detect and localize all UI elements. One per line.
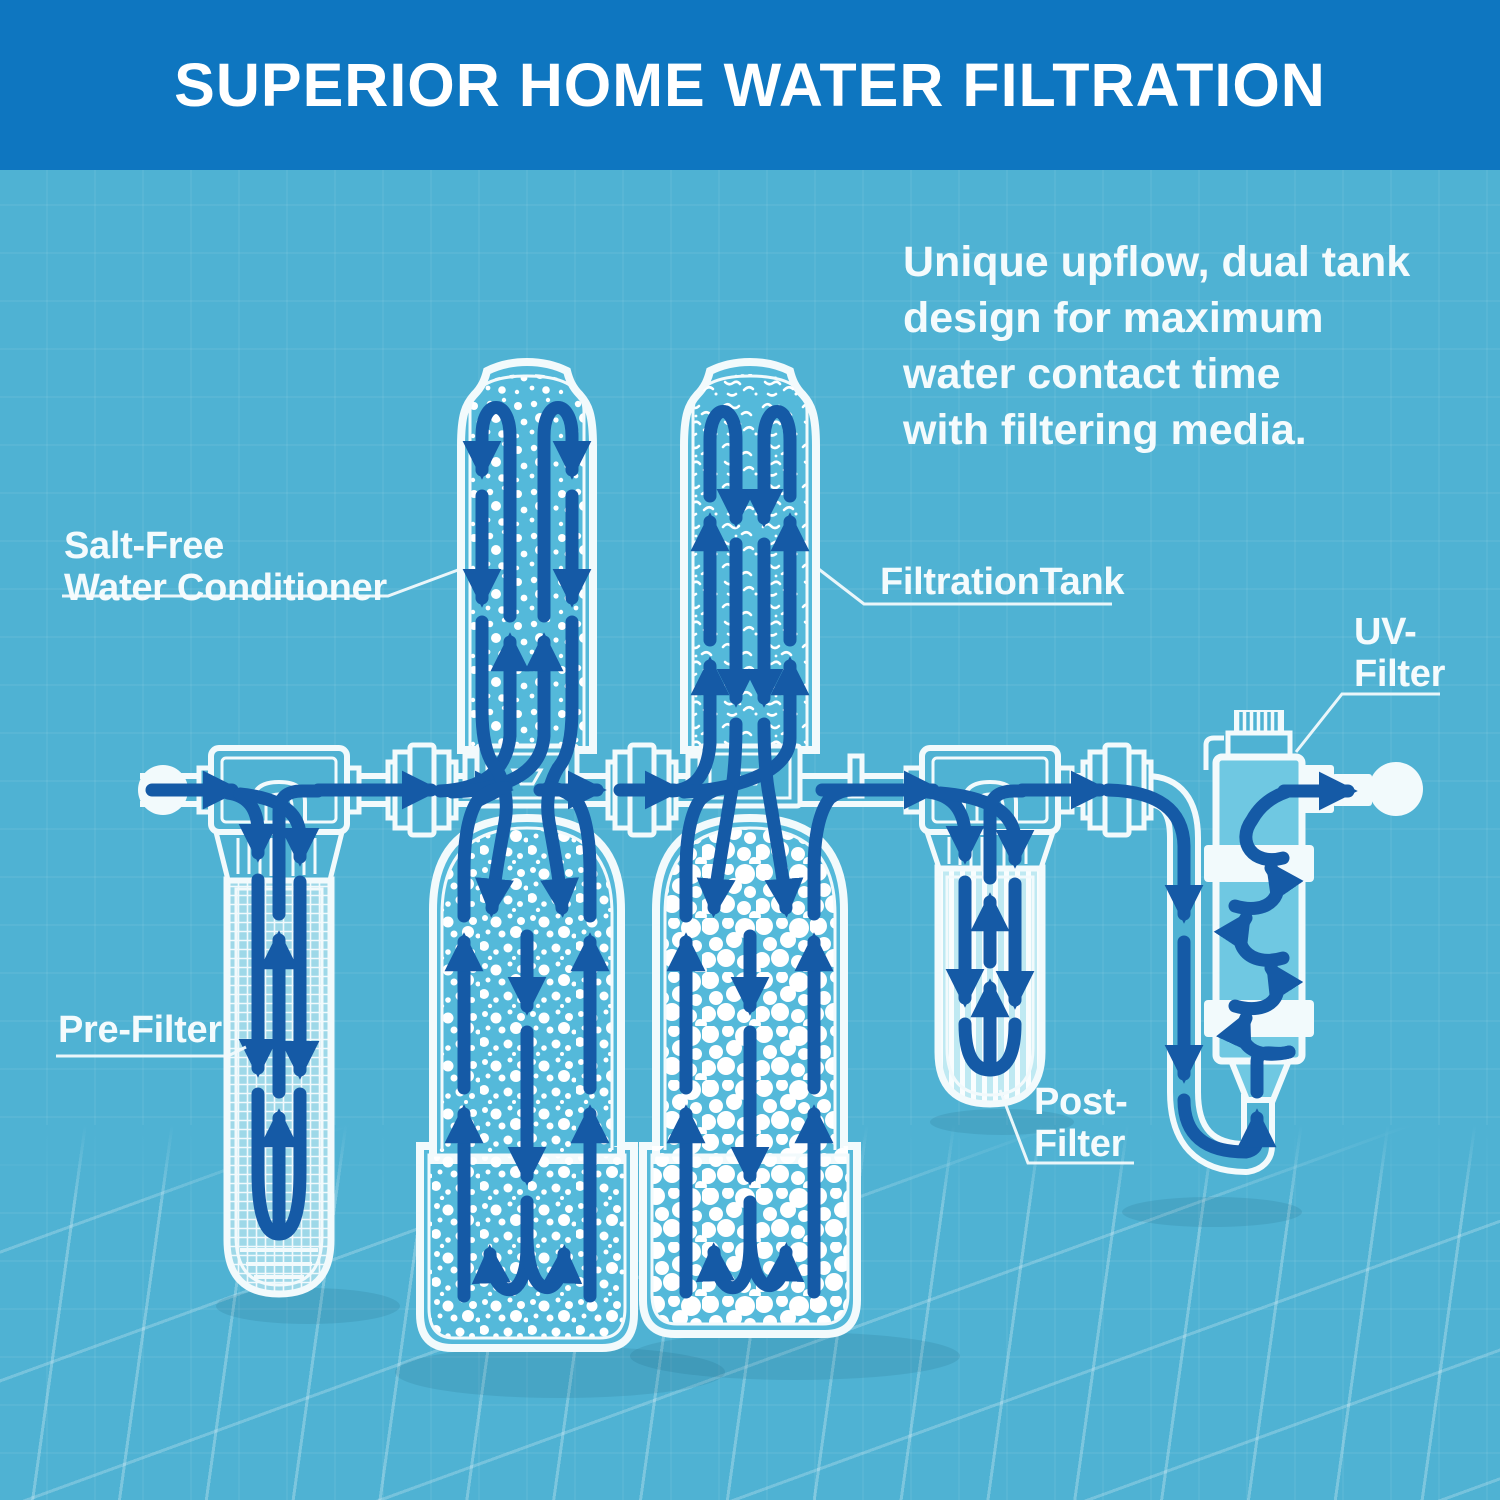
label-post-filter: Post- Filter <box>1034 1081 1128 1165</box>
header-banner: SUPERIOR HOME WATER FILTRATION <box>0 0 1500 170</box>
diagram-scene: Unique upflow, dual tank design for maxi… <box>0 170 1500 1500</box>
leader-lines <box>56 565 1440 1165</box>
floor-shadows <box>216 1109 1302 1398</box>
label-salt-free-conditioner: Salt-Free Water Conditioner <box>64 525 387 609</box>
filtration-diagram <box>56 357 1440 1398</box>
label-pre-filter: Pre-Filter <box>58 1009 222 1051</box>
page-title: SUPERIOR HOME WATER FILTRATION <box>174 51 1326 119</box>
description-text: Unique upflow, dual tank design for maxi… <box>903 238 1411 454</box>
flow-arrows <box>145 401 1358 1303</box>
outlet-port <box>1369 762 1423 816</box>
label-uv-filter: UV- Filter <box>1354 611 1446 695</box>
label-filtration-tank: FiltrationTank <box>880 561 1125 603</box>
